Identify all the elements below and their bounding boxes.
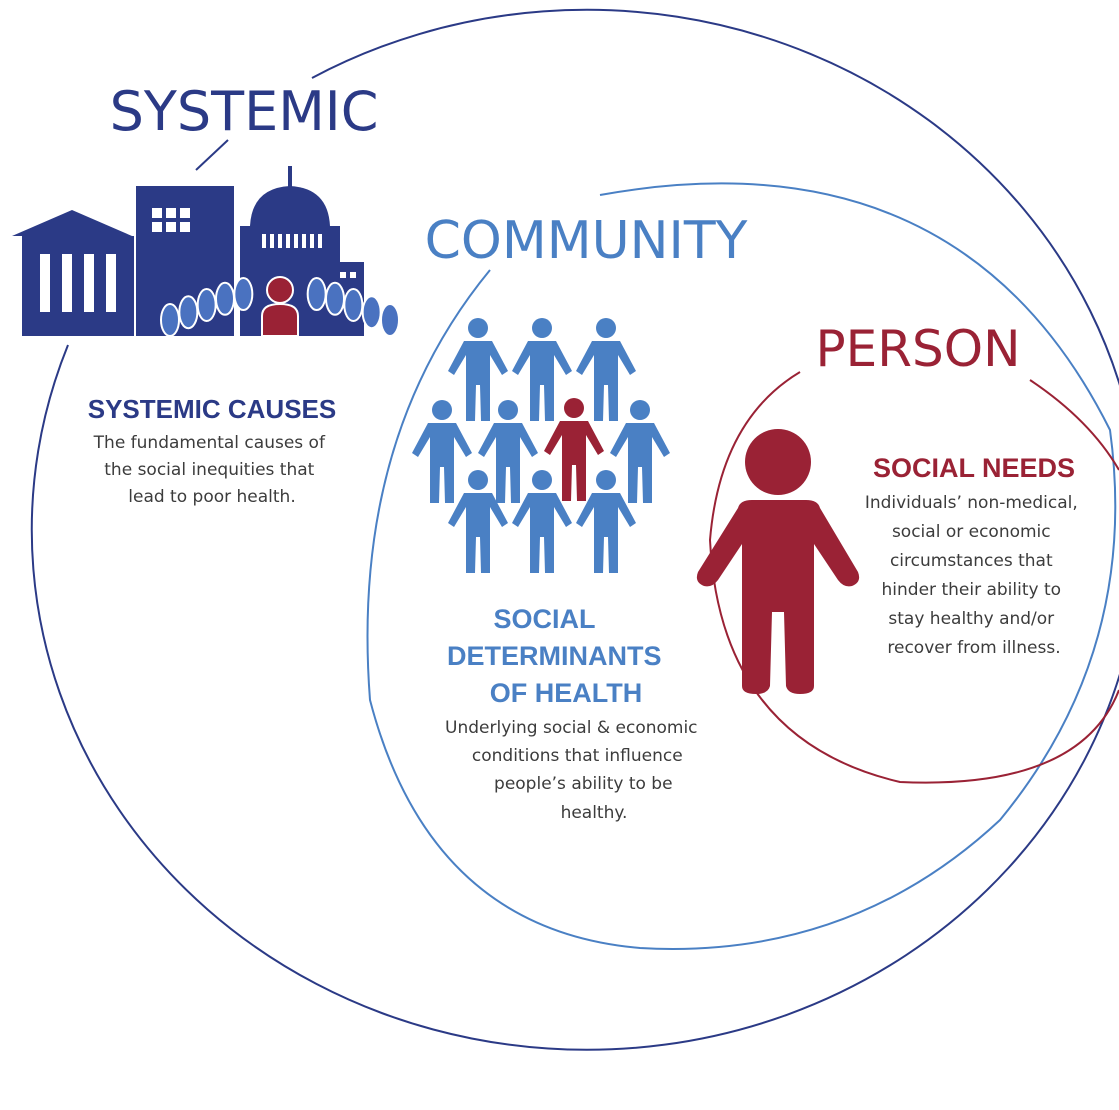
person-figure [512,470,572,573]
person-figure [448,470,508,573]
community-heading: SOCIAL DETERMINANTS OF HEALTH [447,604,669,708]
community-description-line: conditions that influence [472,746,683,766]
person-icon [696,429,860,694]
person-description-line: stay healthy and/or [888,609,1054,629]
crowd-person [178,295,199,330]
systemic-description: The fundamental causes of the social ine… [93,433,331,507]
community-description-line: people’s ability to be [494,774,673,794]
community-label: COMMUNITY [425,211,748,271]
person-figure [478,400,538,503]
person-figure [610,400,670,503]
systemic-description-line: The fundamental causes of [93,433,326,453]
crowd-person [343,288,364,322]
community-heading-line: DETERMINANTS [447,641,662,671]
crowd-person [215,281,235,316]
person-description-line: social or economic [892,522,1051,542]
person-description-line: Individuals’ non-medical, [865,493,1078,513]
community-heading-line: OF HEALTH [490,678,642,708]
people-group-icon [412,318,670,573]
crowd-person [160,303,180,337]
person-description-line: circumstances that [890,551,1053,571]
crowd-icon [160,277,400,337]
government-buildings-crowd-icon [12,166,400,337]
person-figure [448,318,508,421]
community-description: Underlying social & economic conditions … [445,718,703,823]
person-figure [576,470,636,573]
systemic-pointer [195,139,229,171]
highlighted-person-figure [544,398,604,501]
crowd-person [196,288,217,322]
systemic-description-line: lead to poor health. [128,487,295,507]
crowd-person [306,277,327,312]
community-description-line: healthy. [561,803,628,823]
systemic-circle [30,8,1119,1051]
community-heading-line: SOCIAL [493,604,595,634]
person-figure [576,318,636,421]
person-label: PERSON [816,320,1021,378]
crowd-person [361,295,382,330]
person-figure [512,318,572,421]
person-circle [708,371,1119,784]
person-heading: SOCIAL NEEDS [873,453,1075,483]
person-circle-top [1029,379,1119,471]
person-figure [412,400,472,503]
person-description-line: hinder their ability to [882,580,1062,600]
person-description: Individuals’ non-medical, social or econ… [865,493,1083,658]
crowd-person [380,303,400,337]
community-circle [366,182,1117,950]
person-description-line: recover from illness. [887,638,1060,658]
community-description-line: Underlying social & economic [445,718,697,738]
crowd-person [325,281,345,316]
systemic-label: SYSTEMIC [110,80,379,143]
systemic-heading: SYSTEMIC CAUSES [88,394,337,424]
crowd-person [233,277,254,312]
systemic-description-line: the social inequities that [104,460,314,480]
